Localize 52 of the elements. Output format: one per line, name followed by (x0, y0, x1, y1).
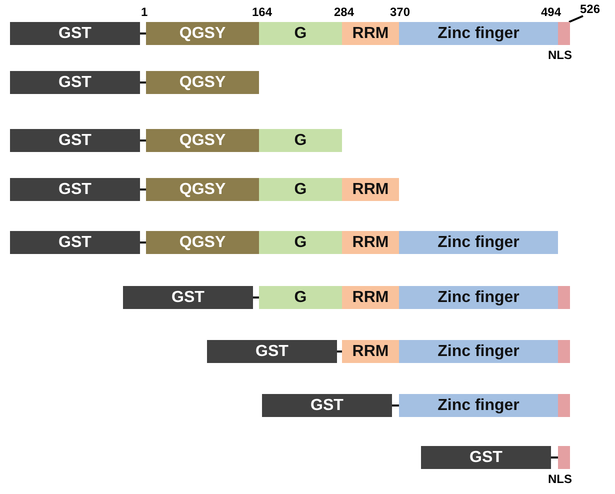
g-domain-bar: G (259, 22, 342, 45)
residue-number: 164 (252, 5, 272, 19)
residue-number: 494 (541, 5, 562, 19)
linker-line (140, 188, 146, 190)
residue-number: 1 (141, 5, 148, 19)
gst-tag-bar: GST (262, 394, 392, 417)
residue-number: 370 (390, 5, 410, 19)
linker-line (140, 140, 146, 142)
gst-tag-bar: GST (10, 71, 140, 94)
rrm-domain-bar: RRM (342, 286, 399, 309)
gst-tag-bar: GST (421, 446, 551, 469)
nls-domain-bar (558, 22, 570, 45)
rrm-domain-bar: RRM (342, 340, 399, 363)
nls-domain-bar (558, 340, 570, 363)
residue-number: 284 (334, 5, 354, 19)
gst-tag-bar: GST (10, 231, 140, 254)
linker-line (140, 242, 146, 244)
qgsy-domain-bar: QGSY (146, 231, 259, 254)
g-domain-bar: G (259, 286, 342, 309)
domain-name-label: NLS (548, 472, 572, 486)
gst-tag-bar: GST (10, 178, 140, 201)
residue-number: 526 (580, 2, 600, 16)
zinc-finger-domain-bar: Zinc finger (399, 394, 558, 417)
qgsy-domain-bar: QGSY (146, 129, 259, 152)
leader-line (568, 15, 584, 23)
g-domain-bar: G (259, 178, 342, 201)
linker-line (253, 296, 259, 298)
linker-line (140, 32, 146, 34)
rrm-domain-bar: RRM (342, 231, 399, 254)
g-domain-bar: G (259, 129, 342, 152)
nls-domain-bar (558, 446, 570, 469)
gst-tag-bar: GST (207, 340, 337, 363)
linker-line (392, 404, 399, 406)
gst-tag-bar: GST (123, 286, 253, 309)
linker-line (140, 82, 146, 84)
g-domain-bar: G (259, 231, 342, 254)
nls-domain-bar (558, 286, 570, 309)
linker-line (551, 456, 558, 458)
linker-line (337, 350, 342, 352)
nls-domain-bar (558, 394, 570, 417)
qgsy-domain-bar: QGSY (146, 178, 259, 201)
zinc-finger-domain-bar: Zinc finger (399, 231, 558, 254)
zinc-finger-domain-bar: Zinc finger (399, 340, 558, 363)
gst-tag-bar: GST (10, 129, 140, 152)
qgsy-domain-bar: QGSY (146, 71, 259, 94)
gst-tag-bar: GST (10, 22, 140, 45)
zinc-finger-domain-bar: Zinc finger (399, 22, 558, 45)
rrm-domain-bar: RRM (342, 178, 399, 201)
domain-name-label: NLS (548, 48, 572, 62)
rrm-domain-bar: RRM (342, 22, 399, 45)
qgsy-domain-bar: QGSY (146, 22, 259, 45)
zinc-finger-domain-bar: Zinc finger (399, 286, 558, 309)
